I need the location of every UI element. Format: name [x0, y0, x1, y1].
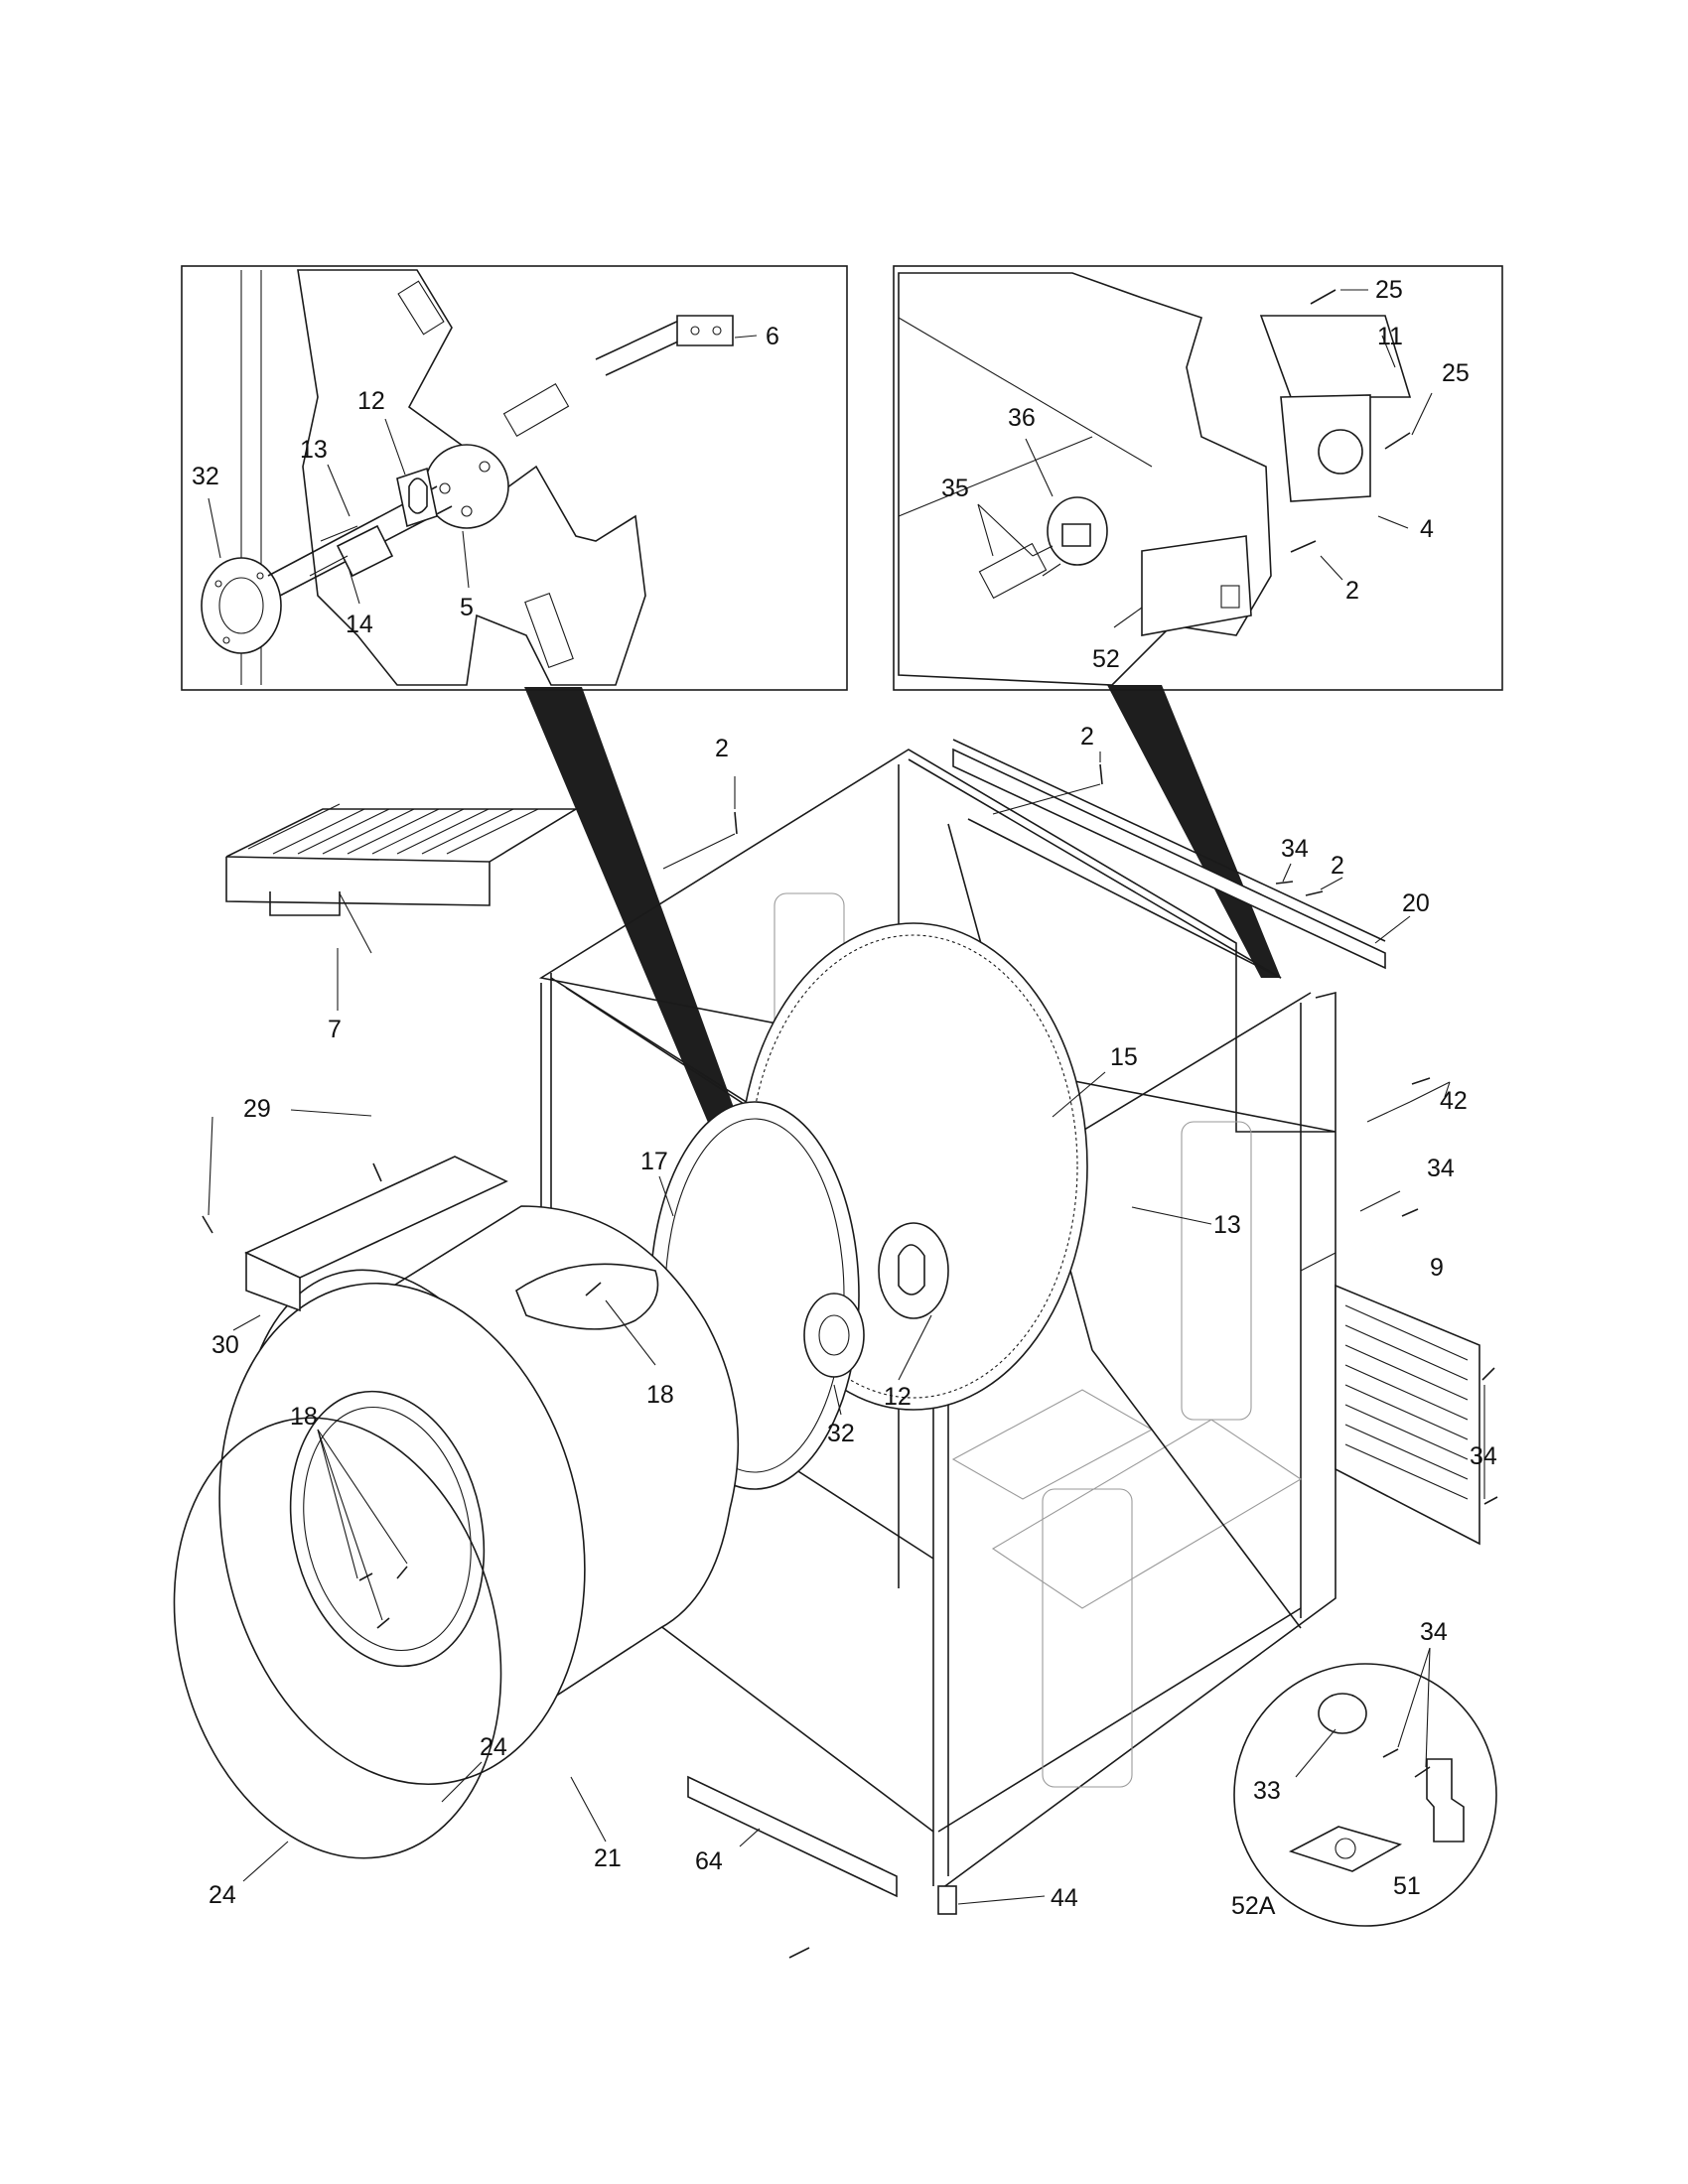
screw-icon — [202, 763, 1498, 1959]
callout-13: 13 — [300, 436, 328, 464]
callout-4: 4 — [1420, 515, 1434, 543]
callout-25-right: 25 — [1442, 359, 1470, 387]
callout-36: 36 — [1008, 404, 1036, 432]
callout-2-c: 2 — [1331, 852, 1344, 880]
callout-34-panel: 34 — [1470, 1442, 1497, 1470]
callout-14: 14 — [346, 611, 373, 638]
callout-52: 52 — [1092, 645, 1120, 673]
callout-18-baffle: 18 — [646, 1381, 674, 1409]
callout-34-right: 34 — [1427, 1155, 1455, 1182]
callout-24-upper: 24 — [480, 1733, 507, 1761]
callout-7: 7 — [328, 1016, 342, 1043]
callout-34-detail: 34 — [1420, 1618, 1448, 1646]
callout-24-lower: 24 — [209, 1881, 236, 1909]
detail-inset-left: 6 12 13 32 14 5 — [181, 265, 848, 691]
callout-18-front: 18 — [290, 1403, 318, 1431]
callout-42: 42 — [1440, 1087, 1468, 1115]
callout-30: 30 — [211, 1331, 239, 1359]
callout-25-top: 25 — [1375, 276, 1403, 304]
callout-2-b: 2 — [1080, 723, 1094, 751]
rack-wires — [247, 803, 539, 855]
callout-35: 35 — [941, 475, 969, 502]
callout-32: 32 — [192, 463, 219, 490]
callout-51: 51 — [1393, 1872, 1421, 1900]
callout-2-inset: 2 — [1345, 577, 1359, 605]
detail-inset-right: 25 11 25 36 35 4 2 52 — [893, 265, 1503, 691]
callout-34-top: 34 — [1281, 835, 1309, 863]
callout-2-a: 2 — [715, 735, 729, 762]
callout-12: 12 — [357, 387, 385, 415]
main-exploded-view: 2 2 34 2 20 7 15 42 29 17 13 34 9 30 18 … — [173, 723, 1498, 1959]
callout-13-main: 13 — [1213, 1211, 1241, 1239]
callout-21: 21 — [594, 1844, 622, 1872]
callout-6: 6 — [766, 323, 779, 350]
callout-9: 9 — [1430, 1254, 1444, 1282]
callout-64: 64 — [695, 1847, 723, 1875]
callout-33: 33 — [1253, 1777, 1281, 1805]
vent-louvers — [1344, 1304, 1469, 1500]
callout-52A: 52A — [1231, 1892, 1276, 1920]
callout-15: 15 — [1110, 1043, 1138, 1071]
callout-12-main: 12 — [884, 1383, 912, 1411]
callout-5: 5 — [460, 594, 474, 621]
callout-29: 29 — [243, 1095, 271, 1123]
callout-11: 11 — [1377, 323, 1403, 350]
callout-44: 44 — [1051, 1884, 1078, 1912]
callout-32-main: 32 — [827, 1420, 855, 1447]
callout-20: 20 — [1402, 889, 1430, 917]
callout-17: 17 — [640, 1148, 668, 1175]
